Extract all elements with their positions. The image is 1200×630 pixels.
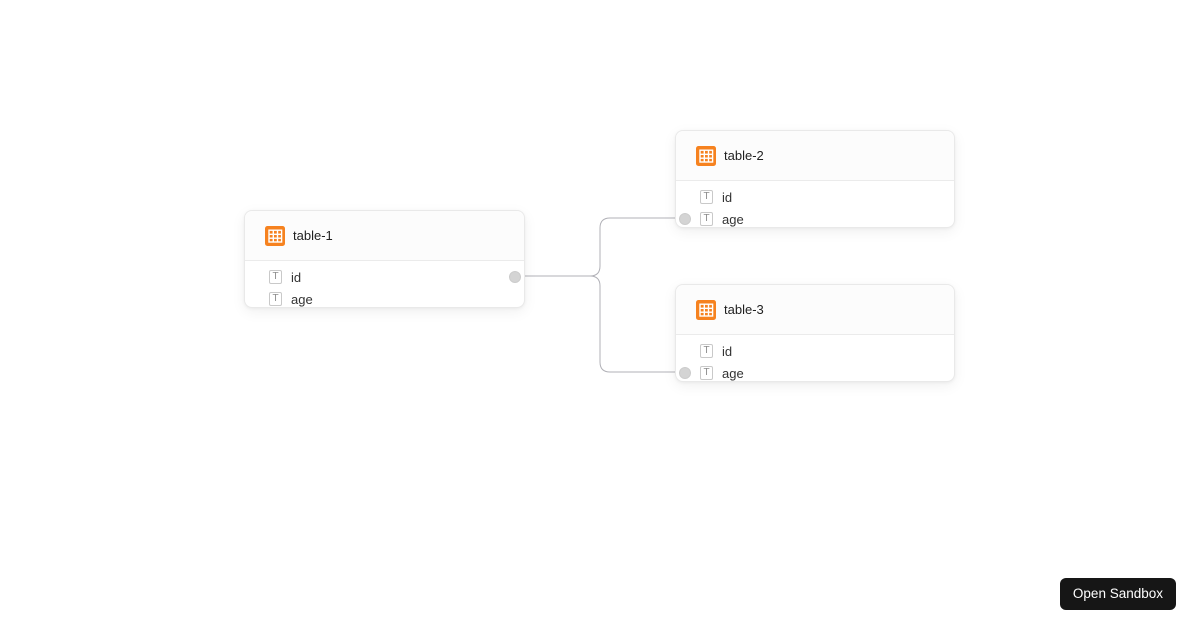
table-icon xyxy=(265,225,285,246)
text-type-icon: T xyxy=(700,190,713,204)
text-type-icon: T xyxy=(269,292,282,306)
field-row-age: T age xyxy=(676,208,954,230)
table-node-table-2[interactable]: table-2 T id T age xyxy=(675,130,955,228)
text-type-icon: T xyxy=(700,344,713,358)
field-label: age xyxy=(722,211,744,227)
target-handle-age[interactable] xyxy=(679,213,691,225)
text-type-icon: T xyxy=(269,270,282,284)
table-title: table-2 xyxy=(724,148,764,163)
table-node-header: table-3 xyxy=(676,285,954,335)
table-node-header: table-2 xyxy=(676,131,954,181)
field-row-id: T id xyxy=(245,266,524,288)
table-fields: T id T age xyxy=(676,335,954,384)
table-node-table-1[interactable]: table-1 T id T age xyxy=(244,210,525,308)
target-handle-age[interactable] xyxy=(679,367,691,379)
field-label: id xyxy=(722,189,733,205)
edge-table1-id-to-table2-age[interactable] xyxy=(516,217,684,277)
field-label: age xyxy=(722,365,744,381)
table-node-header: table-1 xyxy=(245,211,524,261)
field-row-age: T age xyxy=(245,288,524,310)
text-type-icon: T xyxy=(700,212,713,226)
field-label: id xyxy=(291,269,302,285)
field-row-id: T id xyxy=(676,186,954,208)
table-fields: T id T age xyxy=(676,181,954,230)
text-type-icon: T xyxy=(700,366,713,380)
field-label: id xyxy=(722,343,733,359)
open-sandbox-button[interactable]: Open Sandbox xyxy=(1059,578,1176,610)
table-fields: T id T age xyxy=(245,261,524,310)
edge-table1-id-to-table3-age[interactable] xyxy=(516,275,684,373)
table-node-table-3[interactable]: table-3 T id T age xyxy=(675,284,955,382)
table-title: table-3 xyxy=(724,302,764,317)
field-row-id: T id xyxy=(676,340,954,362)
field-row-age: T age xyxy=(676,362,954,384)
source-handle-id[interactable] xyxy=(509,271,521,283)
table-icon xyxy=(696,145,716,166)
table-title: table-1 xyxy=(293,228,333,243)
table-icon xyxy=(696,299,716,320)
field-label: age xyxy=(291,291,313,307)
